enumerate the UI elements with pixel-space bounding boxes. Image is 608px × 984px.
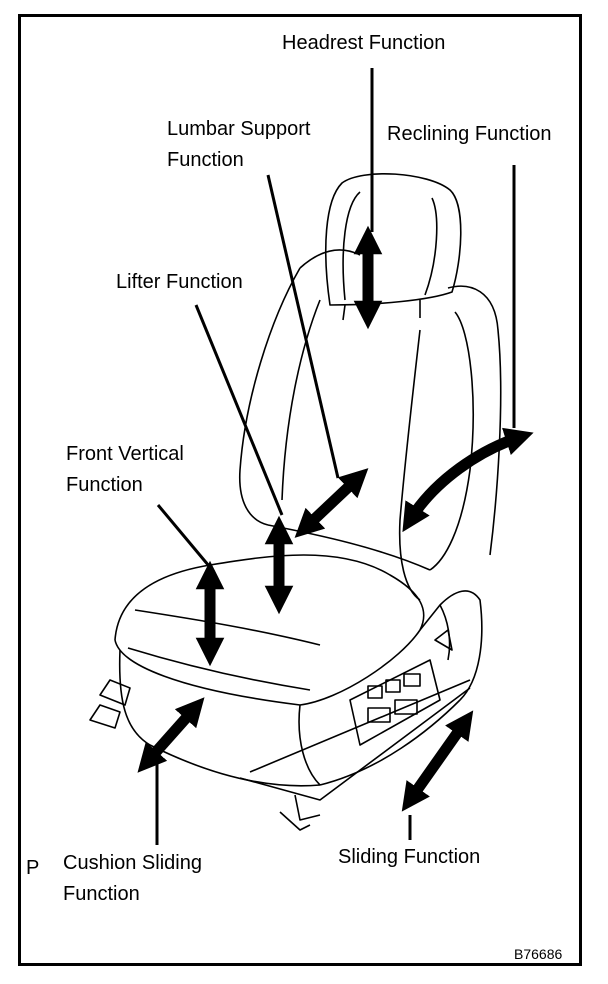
seat-outline — [89, 173, 502, 831]
marker-p: P — [26, 857, 40, 879]
headrest-function-label: Headrest Function — [282, 32, 446, 54]
function-arrows — [137, 225, 534, 812]
cushion-sliding-arrow — [137, 697, 205, 773]
diagram-frame — [18, 14, 582, 966]
front-vertical-label-line1: Front Vertical — [66, 443, 184, 465]
figure-code: B76686 — [514, 946, 563, 962]
reclining-arrow — [402, 427, 534, 533]
lumbar-support-label-line2: Function — [167, 149, 244, 171]
reclining-function-label: Reclining Function — [387, 123, 552, 145]
lumbar-support-label-line1: Lumbar Support — [167, 118, 311, 140]
front-vertical-label-line2: Function — [66, 474, 143, 496]
lumbar-arrow — [294, 468, 369, 538]
sliding-arrow — [401, 710, 474, 812]
cushion-sliding-label-line2: Function — [63, 883, 140, 905]
cushion-sliding-label-line1: Cushion Sliding — [63, 852, 202, 874]
sliding-function-label: Sliding Function — [338, 846, 481, 868]
lifter-function-label: Lifter Function — [116, 271, 243, 293]
